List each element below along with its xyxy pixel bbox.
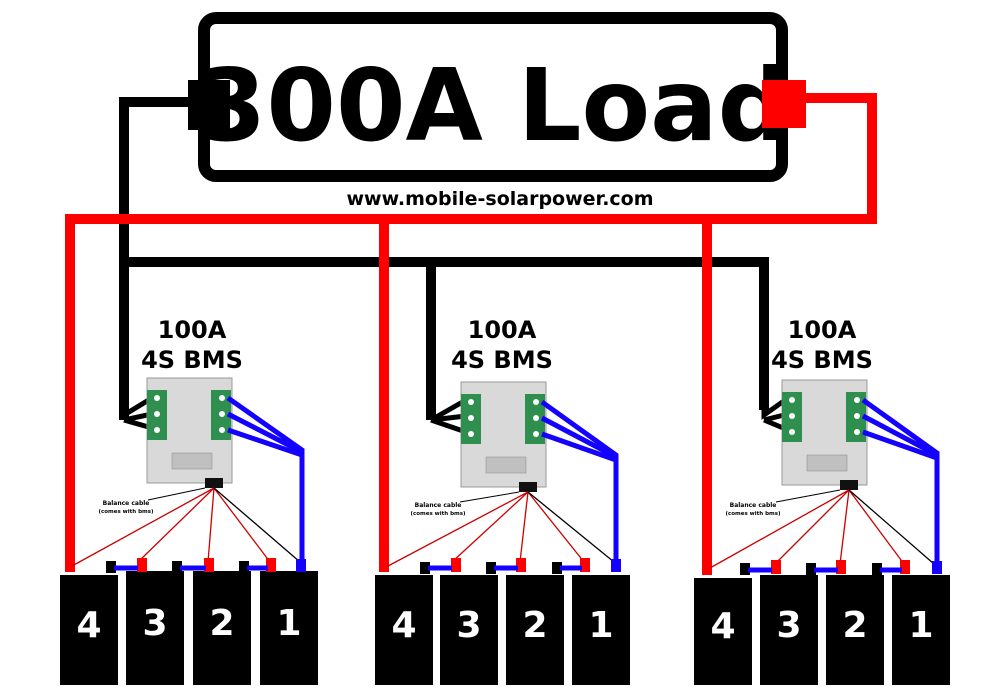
bms-type-label: 4S BMS [451,346,553,374]
svg-text:3: 3 [776,605,801,646]
balance-cable-note: Balance cable [730,502,777,509]
balance-cable-note-sub: (comes with bms) [725,511,781,517]
balance-cable-note: Balance cable [103,500,150,507]
bms-type-label: 4S BMS [141,346,243,374]
svg-text:2: 2 [522,605,547,646]
load-negative-terminal [188,80,230,130]
bms-type-label: 4S BMS [771,346,873,374]
battery-bank-3: 100A 4S BMS Balance ca [694,316,950,685]
svg-text:4: 4 [710,606,735,647]
svg-text:1: 1 [588,605,613,646]
load-box: 300A Load [188,12,806,182]
bms-board [146,377,233,488]
positive-bus [65,93,877,575]
bms-b-leads [226,395,305,568]
series-links [106,558,306,573]
balance-wires [709,489,935,569]
cell-1: 1 [260,571,318,685]
cell-3: 3 [440,575,498,685]
series-links [740,560,942,575]
svg-text:3: 3 [456,605,481,646]
svg-text:3: 3 [142,603,167,644]
bms-negative-leads [429,397,468,435]
battery-bank-1: 100A 4S BMS [60,316,318,685]
svg-text:4: 4 [76,605,101,646]
bms-board [460,381,547,492]
balance-cable-note: Balance cable [415,502,462,509]
balance-cable-note-sub: (comes with bms) [98,509,154,515]
load-label: 300A Load [197,47,789,164]
website-url: www.mobile-solarpower.com [346,188,653,210]
cell-1: 1 [892,575,950,685]
battery-bank-2: 100A 4S BMS Balance ca [375,316,630,685]
cell-2: 2 [826,575,884,685]
bms-rating-label: 100A [158,316,227,344]
svg-text:1: 1 [276,603,301,644]
cell-2: 2 [193,571,251,685]
bms-board [781,379,868,490]
cell-4: 4 [375,575,433,685]
svg-text:4: 4 [391,605,416,646]
positive-bus-main [65,93,877,572]
bms-rating-label: 100A [788,316,857,344]
load-positive-terminal [762,80,806,128]
cell-3: 3 [760,575,818,685]
svg-text:1: 1 [908,605,933,646]
cell-4: 4 [60,575,118,685]
cell-4: 4 [694,578,752,685]
svg-text:2: 2 [209,603,234,644]
cell-3: 3 [126,571,184,685]
series-links [420,558,621,574]
balance-wires [71,487,301,567]
balance-wires [387,491,615,567]
cell-1: 1 [572,575,630,685]
bms-rating-label: 100A [468,316,537,344]
svg-text:2: 2 [842,605,867,646]
bms-b-leads [540,399,619,568]
negative-bus [119,97,769,420]
balance-cable-note-sub: (comes with bms) [410,511,466,517]
bms-b-leads [861,397,940,568]
cell-2: 2 [506,575,564,685]
